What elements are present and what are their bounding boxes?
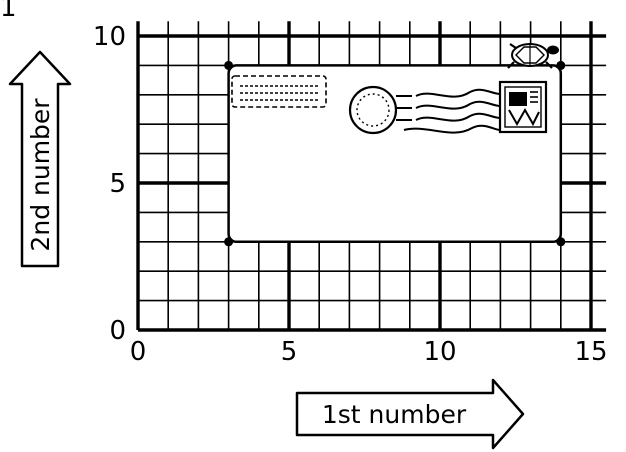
x-tick-labels: 0 5 10 15 — [130, 337, 608, 367]
postmark — [350, 87, 396, 133]
y-tick-labels: 0 5 10 — [93, 22, 126, 346]
envelope-corner-point — [556, 61, 565, 70]
envelope-corner-point — [224, 61, 233, 70]
envelope-drawing — [224, 44, 565, 246]
y-tick-label: 5 — [109, 169, 126, 199]
x-axis-label: 1st number — [322, 400, 467, 429]
x-tick-label: 0 — [130, 337, 147, 367]
y-tick-label: 10 — [93, 22, 126, 52]
y-tick-label: 0 — [109, 316, 126, 346]
y-axis-arrow: 2nd number — [10, 52, 70, 266]
x-axis-arrow: 1st number — [297, 380, 523, 448]
top-left-mark: 1 — [0, 0, 17, 23]
x-tick-label: 5 — [281, 337, 298, 367]
x-tick-label: 15 — [574, 337, 607, 367]
envelope-corner-point — [224, 237, 233, 246]
stamp — [500, 82, 546, 132]
envelope-corner-point — [556, 237, 565, 246]
x-tick-label: 10 — [423, 337, 456, 367]
y-axis-label: 2nd number — [26, 98, 55, 252]
